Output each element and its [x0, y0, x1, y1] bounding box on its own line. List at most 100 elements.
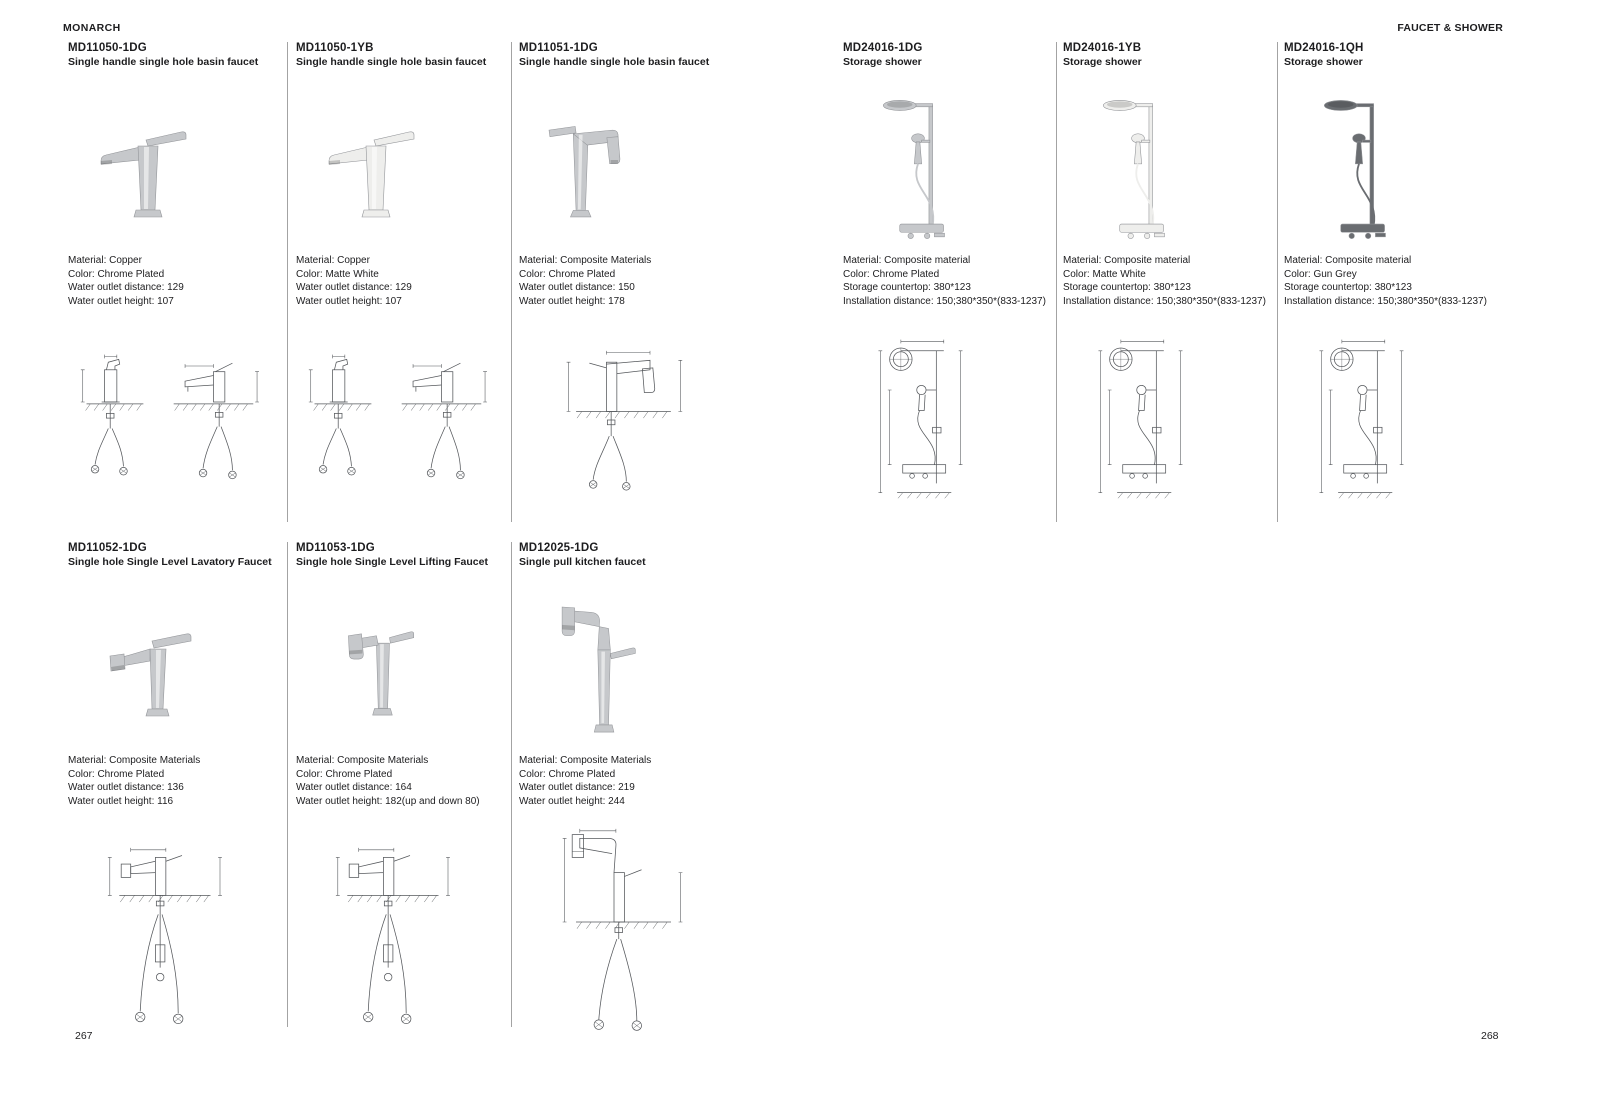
storage-shower-chrome-image: [845, 87, 991, 279]
storage-shower-grey-image: [1286, 87, 1432, 279]
spec-line: Installation distance: 150;380*350*(833-…: [1284, 295, 1487, 307]
dimension-drawing-pullout: [68, 825, 258, 1039]
spec-line: Material: Composite Materials: [519, 255, 652, 266]
spec-line: Installation distance: 150;380*350*(833-…: [1063, 295, 1266, 307]
dimension-drawing-basin: [68, 330, 268, 510]
product-card-md24016-1yb: MD24016-1YB Storage shower Material: Com…: [1063, 42, 1271, 68]
spec-line: Storage countertop: 380*123: [1284, 282, 1412, 293]
product-code: MD11053-1DG: [296, 542, 375, 554]
product-card-md11053-1dg: MD11053-1DG Single hole Single Level Lif…: [296, 542, 504, 568]
product-card-md24016-1qh: MD24016-1QH Storage shower Material: Com…: [1284, 42, 1504, 68]
spec-line: Color: Matte White: [1063, 268, 1146, 280]
spec-line: Storage countertop: 380*123: [843, 282, 971, 293]
technical-drawing: [68, 330, 268, 515]
spec-line: Water outlet distance: 150: [519, 282, 635, 293]
product-code: MD24016-1QH: [1284, 42, 1364, 54]
spec-line: Water outlet height: 244: [519, 795, 625, 807]
spec-line: Installation distance: 150;380*350*(833-…: [843, 295, 1046, 307]
product-specs: Material: Composite Materials Color: Chr…: [68, 754, 200, 808]
spec-line: Water outlet distance: 219: [519, 782, 635, 793]
spec-line: Material: Composite Materials: [519, 755, 652, 766]
spec-line: Color: Chrome Plated: [843, 268, 940, 280]
product-photo: [70, 594, 282, 754]
technical-drawing: [1284, 334, 1452, 521]
product-code: MD24016-1YB: [1063, 42, 1142, 54]
technical-drawing: [519, 330, 709, 515]
spec-line: Color: Matte White: [296, 268, 379, 280]
product-specs: Material: Composite material Color: Matt…: [1063, 254, 1266, 308]
column-divider: [1056, 42, 1057, 522]
column-divider: [1277, 42, 1278, 522]
dimension-drawing-shower: [1063, 334, 1231, 516]
dimension-drawing-kitchen: [519, 825, 709, 1039]
spec-line: Color: Chrome Plated: [68, 768, 165, 780]
technical-drawing: [519, 825, 709, 1044]
product-card-md24016-1dg: MD24016-1DG Storage shower Material: Com…: [843, 42, 1049, 68]
product-card-md11050-1dg: MD11050-1DG Single handle single hole ba…: [68, 42, 280, 68]
spec-line: Color: Chrome Plated: [519, 768, 616, 780]
spec-line: Water outlet distance: 129: [296, 282, 412, 293]
column-divider: [511, 542, 512, 1027]
product-name: Single handle single hole basin faucet: [519, 56, 710, 68]
product-photo: [521, 94, 736, 254]
product-name: Storage shower: [1284, 56, 1363, 68]
column-divider: [287, 542, 288, 1027]
spec-line: Water outlet distance: 136: [68, 782, 184, 793]
product-code: MD11052-1DG: [68, 542, 147, 554]
product-name: Single hole Single Level Lifting Faucet: [296, 556, 488, 568]
column-divider: [287, 42, 288, 522]
basin-faucet-white-image: [298, 109, 448, 239]
basin-faucet-chrome-image: [70, 109, 220, 239]
spec-line: Material: Composite Materials: [296, 755, 429, 766]
technical-drawing: [296, 330, 496, 515]
product-name: Single handle single hole basin faucet: [68, 56, 259, 68]
spec-line: Material: Composite material: [843, 255, 971, 266]
product-card-md11050-1yb: MD11050-1YB Single handle single hole ba…: [296, 42, 504, 68]
column-divider: [511, 42, 512, 522]
product-code: MD11051-1DG: [519, 42, 598, 54]
spec-line: Water outlet distance: 164: [296, 782, 412, 793]
spec-line: Material: Composite material: [1063, 255, 1191, 266]
storage-shower-white-image: [1065, 87, 1211, 279]
spec-line: Water outlet height: 178: [519, 295, 625, 307]
product-name: Storage shower: [843, 56, 922, 68]
product-specs: Material: Copper Color: Matte White Wate…: [296, 254, 412, 308]
product-card-md11051-1dg: MD11051-1DG Single handle single hole ba…: [519, 42, 734, 68]
spec-line: Water outlet height: 182(up and down 80): [296, 795, 480, 807]
product-photo: [298, 594, 506, 754]
dimension-drawing-basin: [296, 330, 496, 510]
spec-line: Water outlet height: 116: [68, 795, 174, 807]
product-specs: Material: Composite Materials Color: Chr…: [519, 254, 651, 308]
dimension-drawing-shower: [843, 334, 1011, 516]
product-code: MD11050-1DG: [68, 42, 147, 54]
spec-line: Color: Chrome Plated: [296, 768, 393, 780]
technical-drawing: [1063, 334, 1231, 521]
product-name: Single handle single hole basin faucet: [296, 56, 487, 68]
product-specs: Material: Composite material Color: Gun …: [1284, 254, 1487, 308]
section-title: FAUCET & SHOWER: [1397, 22, 1503, 34]
product-specs: Material: Copper Color: Chrome Plated Wa…: [68, 254, 184, 308]
lavatory-faucet-image: [70, 609, 220, 739]
dimension-drawing-shower: [1284, 334, 1452, 516]
kitchen-faucet-image: [521, 598, 655, 750]
product-name: Storage shower: [1063, 56, 1142, 68]
product-name: Single hole Single Level Lavatory Faucet: [68, 556, 272, 568]
spec-line: Storage countertop: 380*123: [1063, 282, 1191, 293]
spec-line: Material: Copper: [68, 255, 142, 266]
product-code: MD11050-1YB: [296, 42, 374, 54]
product-specs: Material: Composite Materials Color: Chr…: [296, 754, 480, 808]
spec-line: Color: Gun Grey: [1284, 268, 1357, 280]
page-number-right: 268: [1481, 1030, 1499, 1042]
technical-drawing: [68, 825, 258, 1044]
spec-line: Color: Chrome Plated: [519, 268, 616, 280]
dimension-drawing-pullout: [296, 825, 486, 1039]
product-code: MD24016-1DG: [843, 42, 923, 54]
product-specs: Material: Composite Materials Color: Chr…: [519, 754, 651, 808]
product-photo: [298, 94, 506, 254]
lifting-faucet-image: [298, 604, 438, 744]
product-card-md12025-1dg: MD12025-1DG Single pull kitchen faucet M…: [519, 542, 734, 568]
tall-basin-faucet-image: [521, 104, 661, 244]
product-photo: [70, 94, 282, 254]
spec-line: Water outlet height: 107: [296, 295, 402, 307]
